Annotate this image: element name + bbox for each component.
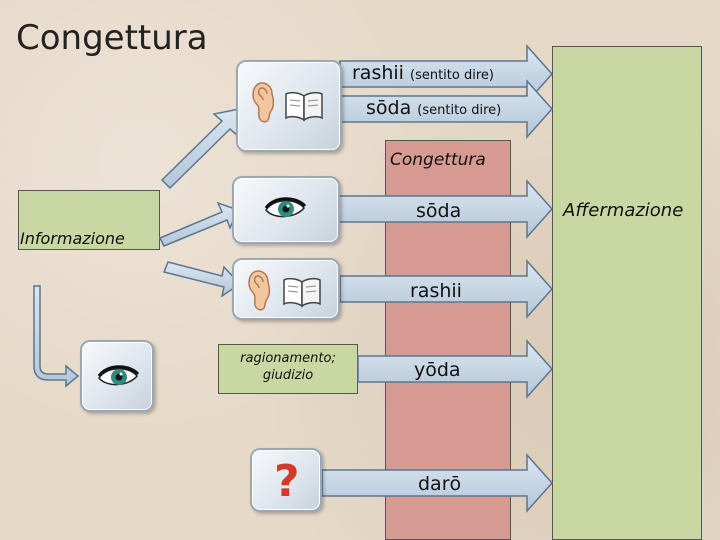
arrow-soda-top (339, 79, 554, 139)
eye-icon (264, 194, 307, 228)
eye-icon (97, 362, 140, 396)
ear-icon (248, 270, 274, 316)
label-affermazione: Affermazione (563, 200, 684, 221)
rashii-text: rashii (352, 62, 404, 84)
label-reasoning: ragionamento; giudizio (220, 350, 356, 384)
eye-tile-soda (232, 176, 340, 244)
reasoning-line1: ragionamento; (240, 351, 336, 366)
label-yoda: yōda (414, 359, 461, 381)
arrow-rashii (339, 259, 554, 319)
top-arrow-rashii-label: rashii (sentito dire) (352, 62, 494, 84)
elbow-connector (33, 285, 80, 388)
label-soda: sōda (416, 200, 462, 222)
arrow-daro (321, 453, 554, 513)
label-informazione: Informazione (20, 229, 125, 248)
arrow-yoda (357, 339, 554, 399)
ear-book-tile-top (236, 60, 342, 152)
ear-book-tile-rashii (232, 258, 340, 320)
arrow-rashii-top (339, 44, 554, 104)
label-rashii: rashii (410, 280, 462, 302)
book-icon (282, 276, 322, 312)
informazione-box (18, 190, 160, 250)
ear-icon (252, 82, 278, 128)
arrow-diag-up (160, 107, 245, 190)
page-title: Congettura (16, 18, 208, 58)
soda-text: sōda (366, 97, 412, 119)
book-icon (284, 90, 324, 126)
question-mark-icon: ? (274, 456, 300, 507)
soda-note: (sentito dire) (417, 103, 502, 118)
arrow-soda (337, 179, 554, 239)
reasoning-line2: giudizio (262, 368, 314, 383)
top-arrow-soda-label: sōda (sentito dire) (366, 97, 501, 119)
reasoning-box (218, 344, 358, 394)
rashii-note: (sentito dire) (410, 68, 494, 83)
affermazione-box (552, 46, 702, 540)
arrow-to-ear-book (162, 261, 242, 298)
question-tile: ? (250, 448, 322, 512)
label-daro: darō (418, 473, 462, 495)
eye-tile-bottom (80, 340, 154, 412)
column-header: Congettura (390, 150, 486, 170)
arrow-to-eye (158, 201, 240, 247)
